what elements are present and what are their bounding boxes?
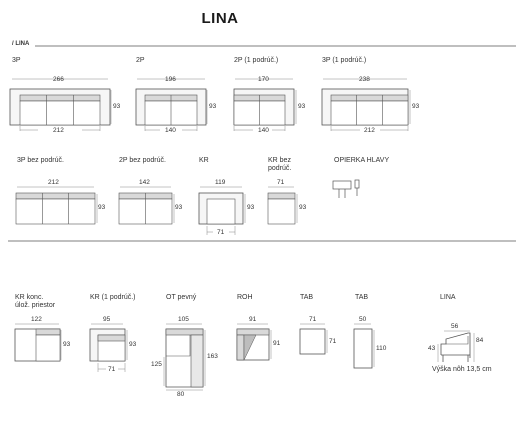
dim-3p1-height: 93 (412, 103, 420, 110)
dim-ot-height: 163 (207, 353, 218, 360)
dim-3p-height: 93 (113, 103, 121, 110)
dim-krk-width: 122 (31, 316, 42, 323)
dim-2pb-height: 93 (175, 204, 183, 211)
dim-kr1-height: 93 (129, 341, 137, 348)
label-3p: 3P (12, 57, 21, 64)
label-2p: 2P (136, 57, 145, 64)
module-headrest (332, 179, 360, 198)
label-ot-fixed: OT pevný (166, 294, 197, 301)
module-kr (198, 186, 246, 235)
module-ot-fixed (163, 323, 206, 391)
dim-2p-width: 196 (165, 76, 176, 83)
dim-tab1-height: 71 (329, 338, 337, 345)
label-2p-no-armrest: 2P bez podrúč. (119, 157, 166, 164)
dim-2p-depth: 140 (165, 127, 176, 134)
module-2p (135, 78, 208, 131)
dim-roh-height: 91 (273, 340, 281, 347)
dim-kr-depth: 71 (217, 229, 225, 236)
dim-side-width: 56 (451, 323, 459, 330)
section-label: / LINA (12, 41, 30, 47)
label-headrest: OPIERKA HLAVY (334, 157, 390, 164)
dim-tab2-width: 50 (359, 316, 367, 323)
label-kr-end-storage: KR konc. úlož. priestor (15, 294, 56, 309)
dim-tab1-width: 71 (309, 316, 317, 323)
module-corner (236, 323, 272, 361)
dim-krb-height: 93 (299, 204, 307, 211)
module-side-view (437, 330, 475, 362)
label-3p-no-armrest: 3P bez podrúč. (17, 157, 64, 164)
module-kr-1-armrest (89, 323, 128, 372)
dim-3pb-height: 93 (98, 204, 106, 211)
dim-3pb-width: 212 (48, 179, 59, 186)
dim-2pb-width: 142 (139, 179, 150, 186)
module-3p (9, 78, 112, 131)
label-table-square: TAB (300, 294, 314, 301)
label-kr-1-armrest: KR (1 podrúč.) (90, 294, 136, 301)
dim-2p1-height: 93 (298, 103, 306, 110)
module-3p-no-armrest (15, 186, 98, 225)
dim-2p1-width: 170 (258, 76, 269, 83)
label-3p-1-armrest: 3P (1 podrúč.) (322, 57, 367, 64)
label-corner: ROH (237, 294, 253, 301)
dim-ot-depth: 80 (177, 391, 185, 398)
dim-tab2-height: 110 (376, 345, 387, 352)
dim-side-extra: 43 (428, 345, 436, 352)
dim-kr1-depth: 71 (108, 366, 116, 373)
leg-height-note: Výška nôh 13,5 cm (432, 366, 492, 373)
dim-ot-extra: 125 (151, 361, 162, 368)
dim-3p1-width: 238 (359, 76, 370, 83)
label-2p-1-armrest: 2P (1 podrúč.) (234, 57, 279, 64)
dim-2p-height: 93 (209, 103, 217, 110)
label-kr-no-armrest: KR bez podrúč. (268, 157, 292, 172)
dim-roh-width: 91 (249, 316, 257, 323)
module-3p-1-armrest (321, 78, 411, 131)
dim-kr1-width: 95 (103, 316, 111, 323)
module-2p-1-armrest (233, 78, 297, 131)
module-table-narrow (353, 323, 375, 369)
dim-ot-width: 105 (178, 316, 189, 323)
module-kr-no-armrest (267, 186, 298, 225)
dim-3p-width: 266 (53, 76, 64, 83)
dim-3p1-depth: 212 (364, 127, 375, 134)
module-2p-no-armrest (118, 186, 175, 225)
module-kr-end-storage (14, 323, 62, 362)
dim-3p-depth: 212 (53, 127, 64, 134)
dim-krb-width: 71 (277, 179, 285, 186)
label-kr: KR (199, 157, 209, 164)
dim-side-height: 84 (476, 337, 484, 344)
label-side-view: LINA (440, 294, 456, 301)
dim-krk-height: 93 (63, 341, 71, 348)
dim-2p1-depth: 140 (258, 127, 269, 134)
page-title: LINA (201, 10, 239, 27)
dim-kr-height: 93 (247, 204, 255, 211)
dim-kr-width: 119 (215, 179, 226, 186)
label-table-narrow: TAB (355, 294, 369, 301)
module-table-square (299, 323, 328, 355)
